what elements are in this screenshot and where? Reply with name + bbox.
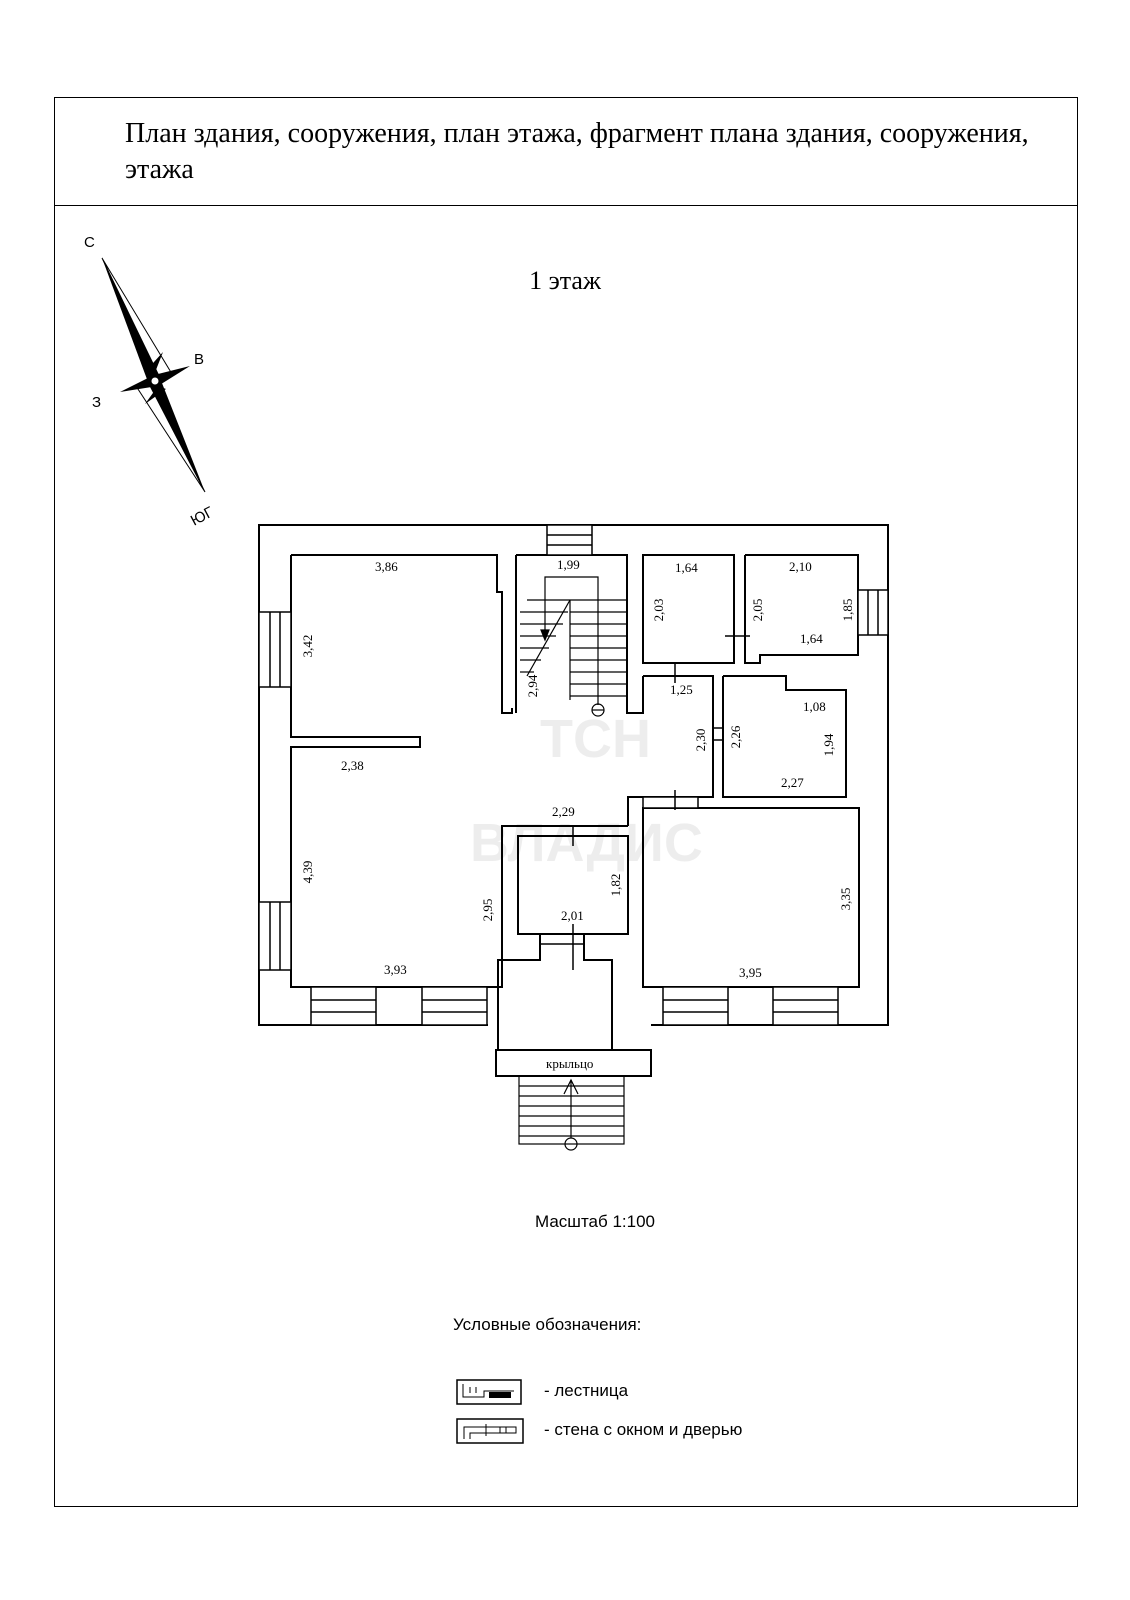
legend-stair-label: - лестница [544,1381,629,1400]
compass-south: ЮГ [188,504,217,530]
room1-wall [291,554,513,714]
header: План здания, сооружения, план этажа, фра… [55,98,1077,206]
dim-room4-left: 2,26 [728,725,743,748]
stair-legend-icon [456,1379,522,1405]
dim-room2-side: 2,03 [651,599,666,622]
dim-stair-side: 2,94 [525,674,540,697]
watermark-tsn: ТСН [540,709,651,769]
dim-room2-top: 1,64 [675,560,698,575]
compass-east: В [194,351,204,368]
floor-title: 1 этаж [529,266,601,295]
room4-wall [722,675,847,798]
dim-room4-top: 1,08 [803,699,826,714]
dim-room3-top: 2,10 [789,559,812,574]
scale-label: Масштаб 1:100 [535,1212,655,1231]
door-marks [540,625,750,970]
page-title: План здания, сооружения, план этажа, фра… [125,118,1029,185]
dim-room1-bottom: 2,38 [341,758,364,773]
dim-room6-bottom: 3,95 [739,965,762,980]
windows [258,524,889,1026]
interior-stair [520,576,627,717]
porch-wall [495,934,652,1077]
dim-vestibule-bottom: 2,01 [561,908,584,923]
legend-wall-label: - стена с окном и дверью [544,1420,743,1439]
dim-room4-right: 1,94 [821,733,836,756]
hall-wall [627,675,714,826]
dim-room4-bottom: 2,27 [781,775,804,790]
dim-vestibule-top: 2,29 [552,804,575,819]
dim-hall-mid: 1,25 [670,682,693,697]
watermark-vladis: ВЛАДИС [470,813,703,873]
compass-rose-icon: С В З ЮГ [84,234,216,530]
dim-stair-top: 1,99 [557,557,580,572]
dim-room3-bottom: 1,64 [800,631,823,646]
dim-room1-left: 3,42 [300,635,315,658]
dim-room5-bottom: 3,93 [384,962,407,977]
porch-stair [518,1075,625,1151]
dim-vestibule-side: 1,82 [608,874,623,897]
room6-wall [642,807,860,988]
porch-label: крыльцо [546,1056,593,1071]
drawing-frame: План здания, сооружения, план этажа, фра… [54,97,1078,1507]
dim-hall-side: 2,30 [693,729,708,752]
dim-room1-top: 3,86 [375,559,398,574]
dim-room3-left: 2,05 [750,599,765,622]
compass-west: З [92,394,101,411]
room3-wall [744,554,859,664]
dim-room3-right: 1,85 [840,599,855,622]
dim-room5-right: 2,95 [480,899,495,922]
room1-room5-wall [290,555,628,988]
wall-legend-icon [456,1418,524,1444]
dim-room6-right: 3,35 [838,888,853,911]
legend-title: Условные обозначения: [453,1315,642,1334]
compass-north: С [84,234,95,251]
dim-room5-left: 4,39 [300,861,315,884]
